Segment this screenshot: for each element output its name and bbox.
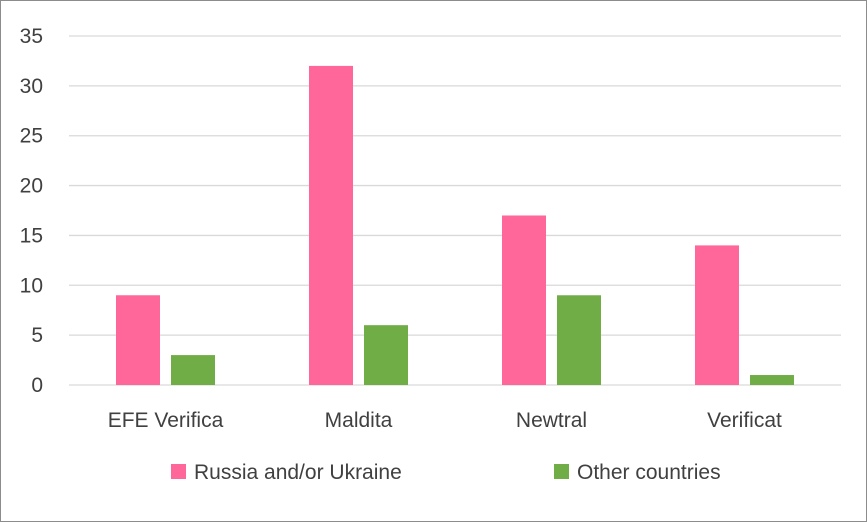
x-tick-label-efe-verifica: EFE Verifica: [108, 409, 224, 432]
bar-russia-and-or-ukraine-efe-verifica: [116, 295, 160, 385]
gridlines: [69, 35, 841, 386]
y-tick-label-15: 15: [20, 224, 43, 247]
y-tick-label-20: 20: [20, 175, 43, 198]
bar-other-countries-efe-verifica: [171, 355, 215, 385]
bar-other-countries-verificat: [750, 375, 794, 385]
legend-swatch-other-countries: [554, 464, 569, 479]
y-axis-tick-labels: 0 5 10 15 20 25 30 35: [20, 25, 43, 397]
legend-item-russia-and-or-ukraine: Russia and/or Ukraine: [171, 461, 402, 484]
bar-russia-and-or-ukraine-verificat: [695, 245, 739, 385]
y-tick-label-35: 35: [20, 25, 43, 48]
legend-label-other-countries: Other countries: [577, 461, 721, 484]
x-tick-label-newtral: Newtral: [516, 409, 587, 432]
bars: [116, 65, 794, 386]
y-tick-label-10: 10: [20, 274, 43, 297]
y-tick-label-25: 25: [20, 125, 43, 148]
bar-russia-and-or-ukraine-newtral: [502, 215, 546, 385]
y-tick-label-5: 5: [31, 324, 43, 347]
x-tick-label-verificat: Verificat: [707, 409, 782, 432]
y-tick-label-30: 30: [20, 75, 43, 98]
y-tick-label-0: 0: [31, 374, 43, 397]
legend-swatch-russia-and-or-ukraine: [171, 464, 186, 479]
bar-other-countries-newtral: [557, 295, 601, 385]
bar-other-countries-maldita: [364, 325, 408, 385]
x-axis-category-labels: EFE Verifica Maldita Newtral Verificat: [108, 409, 782, 432]
legend-item-other-countries: Other countries: [554, 461, 721, 484]
x-tick-label-maldita: Maldita: [325, 409, 393, 432]
legend-label-russia-and-or-ukraine: Russia and/or Ukraine: [194, 461, 402, 484]
bar-russia-and-or-ukraine-maldita: [309, 65, 353, 386]
legend: Russia and/or Ukraine Other countries: [171, 461, 721, 484]
